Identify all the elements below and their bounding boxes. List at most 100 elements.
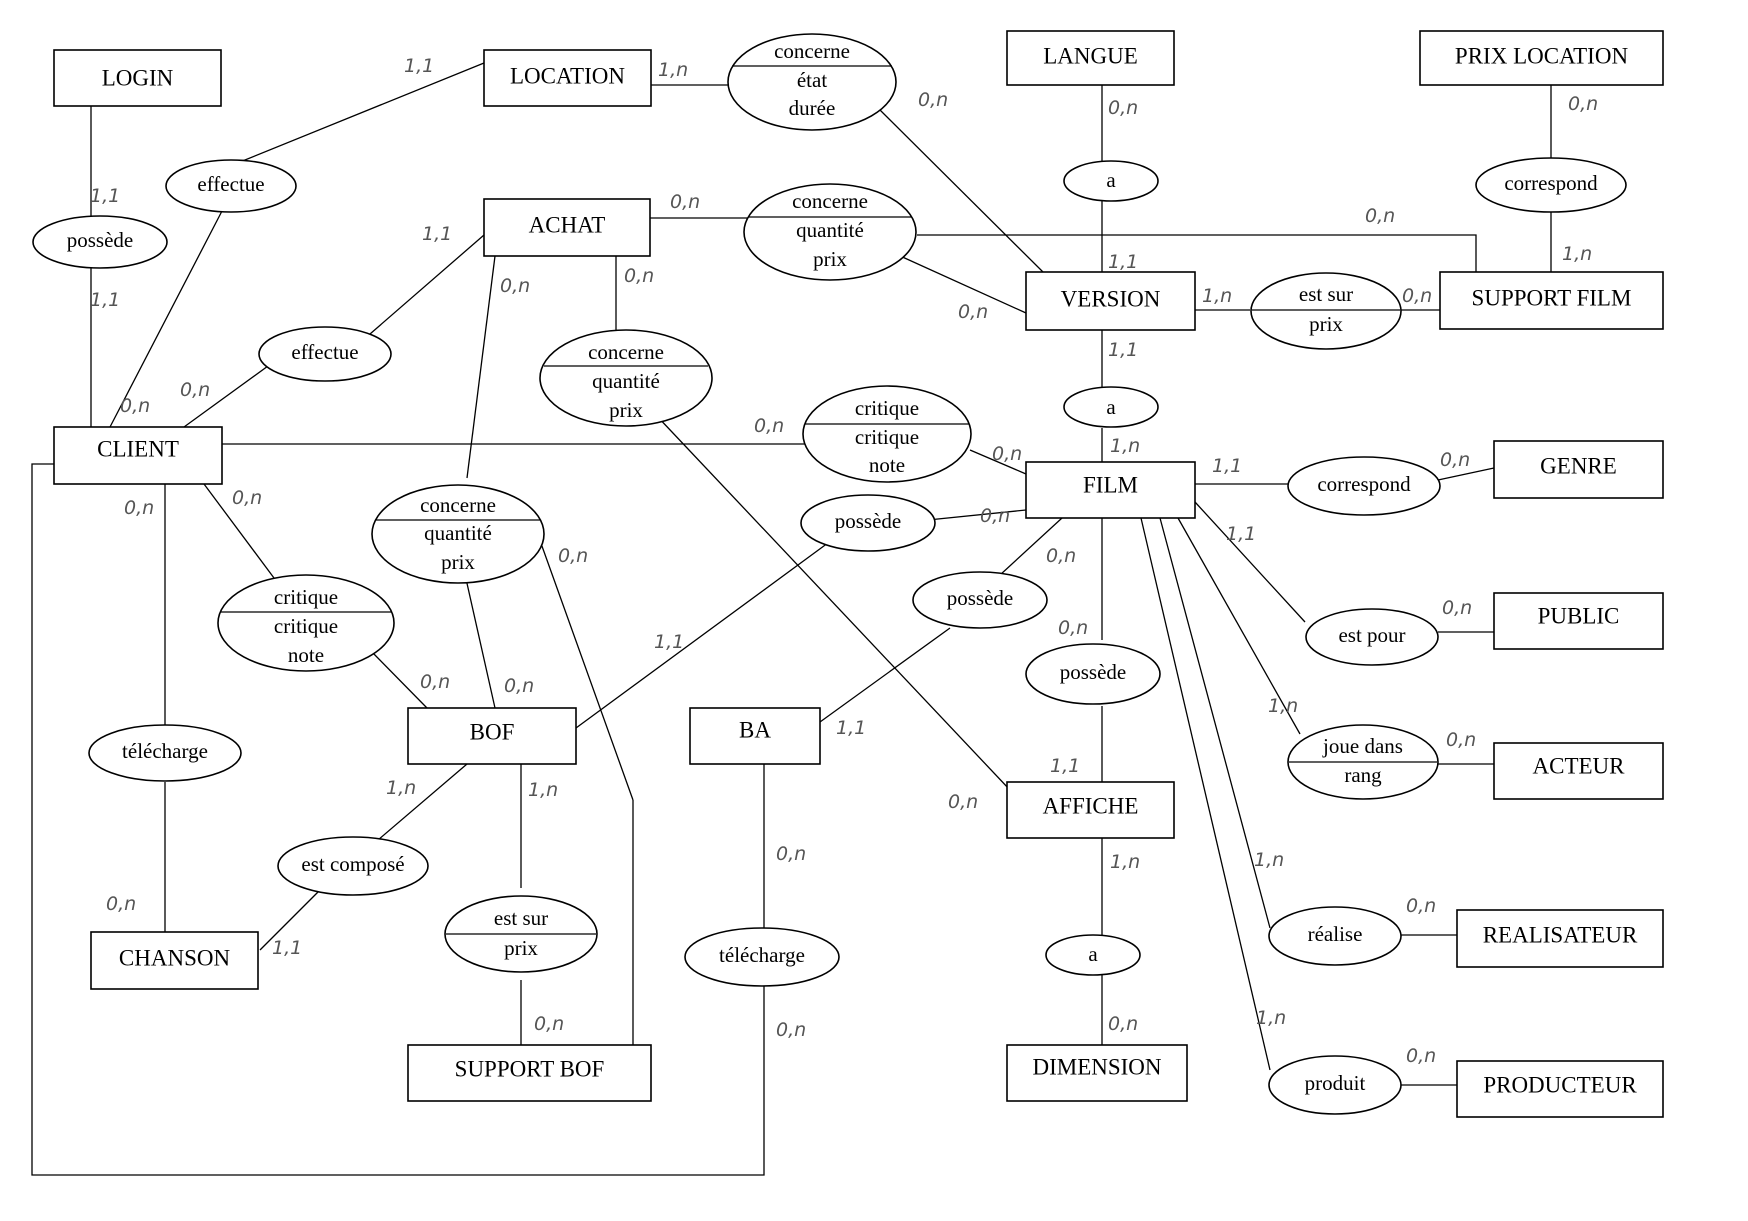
cardinality: 1,n: [1254, 849, 1284, 871]
cardinality: 0,n: [420, 671, 450, 693]
cardinality: 0,n: [1108, 97, 1138, 119]
cardinality: 0,n: [558, 545, 588, 567]
cardinalities: 1,1 1,1 1,1 1,n 0,n 0,n 0,n 0,n 1,1 0,n …: [90, 55, 1598, 1067]
cardinality: 0,n: [1046, 545, 1076, 567]
cardinality: 0,n: [1108, 1013, 1138, 1035]
entity-realisateur: REALISATEUR: [1456, 909, 1664, 968]
relation-est-sur-bof: est sur prix: [444, 895, 598, 973]
relation-possede-bof: possède: [800, 494, 936, 552]
relation-possede-ba: possède: [912, 571, 1048, 629]
cardinality: 1,n: [1256, 1007, 1286, 1029]
cardinality: 0,n: [1568, 93, 1598, 115]
relation-label: correspond: [1317, 472, 1411, 496]
relation-attribute: prix: [813, 247, 847, 271]
entity-bof-label: BOF: [470, 719, 515, 744]
cardinality: 0,n: [1440, 449, 1470, 471]
entity-version-label: VERSION: [1061, 286, 1161, 311]
cardinality: 0,n: [754, 415, 784, 437]
cardinality: 0,n: [504, 675, 534, 697]
cardinality: 1,1: [1108, 339, 1138, 361]
cardinality: 0,n: [776, 1019, 806, 1041]
entity-support-film: SUPPORT FILM: [1439, 271, 1664, 330]
relation-label: possède: [947, 586, 1014, 610]
relation-label: a: [1106, 168, 1116, 192]
relation-possede-affiche: possède: [1025, 643, 1161, 705]
cardinality: 1,1: [90, 289, 120, 311]
entity-acteur: ACTEUR: [1493, 742, 1664, 800]
relation-attribute: état: [797, 68, 827, 92]
cardinality: 1,n: [1268, 695, 1298, 717]
entity-langue-label: LANGUE: [1043, 43, 1138, 68]
relation-attribute: prix: [504, 936, 538, 960]
relation-label: possède: [835, 509, 902, 533]
relation-label: a: [1106, 395, 1116, 419]
cardinality: 0,n: [1406, 1045, 1436, 1067]
relation-a-version-film: a: [1063, 386, 1159, 428]
relation-attribute: critique: [855, 425, 919, 449]
relation-label: concerne: [588, 340, 664, 364]
relation-attribute: rang: [1344, 763, 1382, 787]
relation-label: possède: [67, 228, 134, 252]
relation-label: concerne: [774, 39, 850, 63]
cardinality: 0,n: [120, 395, 150, 417]
cardinality: 0,n: [1406, 895, 1436, 917]
entity-version: VERSION: [1025, 271, 1196, 331]
entity-login: LOGIN: [53, 49, 222, 107]
relation-label: effectue: [291, 340, 358, 364]
cardinality: 1,n: [658, 59, 688, 81]
relation-attribute: quantité: [796, 218, 864, 242]
cardinality: 0,n: [958, 301, 988, 323]
entity-dimension-label: DIMENSION: [1032, 1054, 1161, 1079]
cardinality: 0,n: [948, 791, 978, 813]
relation-telecharge-ba: télécharge: [684, 927, 840, 987]
entity-location-label: LOCATION: [510, 63, 625, 88]
relation-label: est sur: [494, 906, 548, 930]
entity-realisateur-label: REALISATEUR: [1483, 922, 1638, 947]
cardinality: 1,n: [1562, 243, 1592, 265]
relation-correspond-prix: correspond: [1475, 157, 1627, 213]
entity-genre-label: GENRE: [1540, 453, 1617, 478]
relation-attribute: prix: [1309, 312, 1343, 336]
cardinality: 0,n: [1058, 617, 1088, 639]
relation-label: produit: [1305, 1071, 1366, 1095]
relation-label: concerne: [420, 493, 496, 517]
entity-affiche: AFFICHE: [1006, 781, 1175, 839]
entity-ba: BA: [689, 707, 821, 765]
entity-langue: LANGUE: [1006, 30, 1175, 86]
entity-chanson: CHANSON: [90, 931, 259, 990]
relation-a-langue: a: [1063, 160, 1159, 202]
relation-label: correspond: [1504, 171, 1598, 195]
cardinality: 1,1: [422, 223, 452, 245]
entity-producteur-label: PRODUCTEUR: [1483, 1072, 1637, 1097]
relation-label: joue dans: [1322, 734, 1403, 758]
cardinality: 1,n: [1110, 851, 1140, 873]
entity-public: PUBLIC: [1493, 592, 1664, 650]
relation-label: est composé: [301, 852, 404, 876]
cardinality: 1,n: [1110, 435, 1140, 457]
entity-affiche-label: AFFICHE: [1043, 793, 1139, 818]
cardinality: 0,n: [918, 89, 948, 111]
relation-attribute: critique: [274, 614, 338, 638]
relation-concerne-achat-bof: concerne quantité prix: [371, 484, 545, 584]
relation-label: télécharge: [719, 943, 805, 967]
relation-label: critique: [274, 585, 338, 609]
relation-a-dimension: a: [1045, 934, 1141, 976]
entity-support-bof: SUPPORT BOF: [407, 1044, 652, 1102]
cardinality: 1,1: [1050, 755, 1080, 777]
relation-critique-bof: critique critique note: [217, 574, 395, 672]
relation-label: effectue: [197, 172, 264, 196]
cardinality: 1,1: [272, 937, 302, 959]
cardinality: 0,n: [180, 379, 210, 401]
entity-public-label: PUBLIC: [1538, 603, 1620, 628]
relation-realise: réalise: [1268, 906, 1402, 966]
relation-possede-login: possède: [32, 215, 168, 269]
cardinality: 0,n: [232, 487, 262, 509]
entity-prix-location: PRIX LOCATION: [1419, 30, 1664, 86]
entity-location: LOCATION: [483, 49, 652, 107]
cardinality: 0,n: [980, 505, 1010, 527]
relation-est-compose: est composé: [277, 836, 429, 896]
entity-client-label: CLIENT: [97, 436, 179, 461]
entity-film: FILM: [1025, 461, 1196, 519]
cardinality: 0,n: [106, 893, 136, 915]
relation-correspond-genre: correspond: [1287, 456, 1441, 516]
